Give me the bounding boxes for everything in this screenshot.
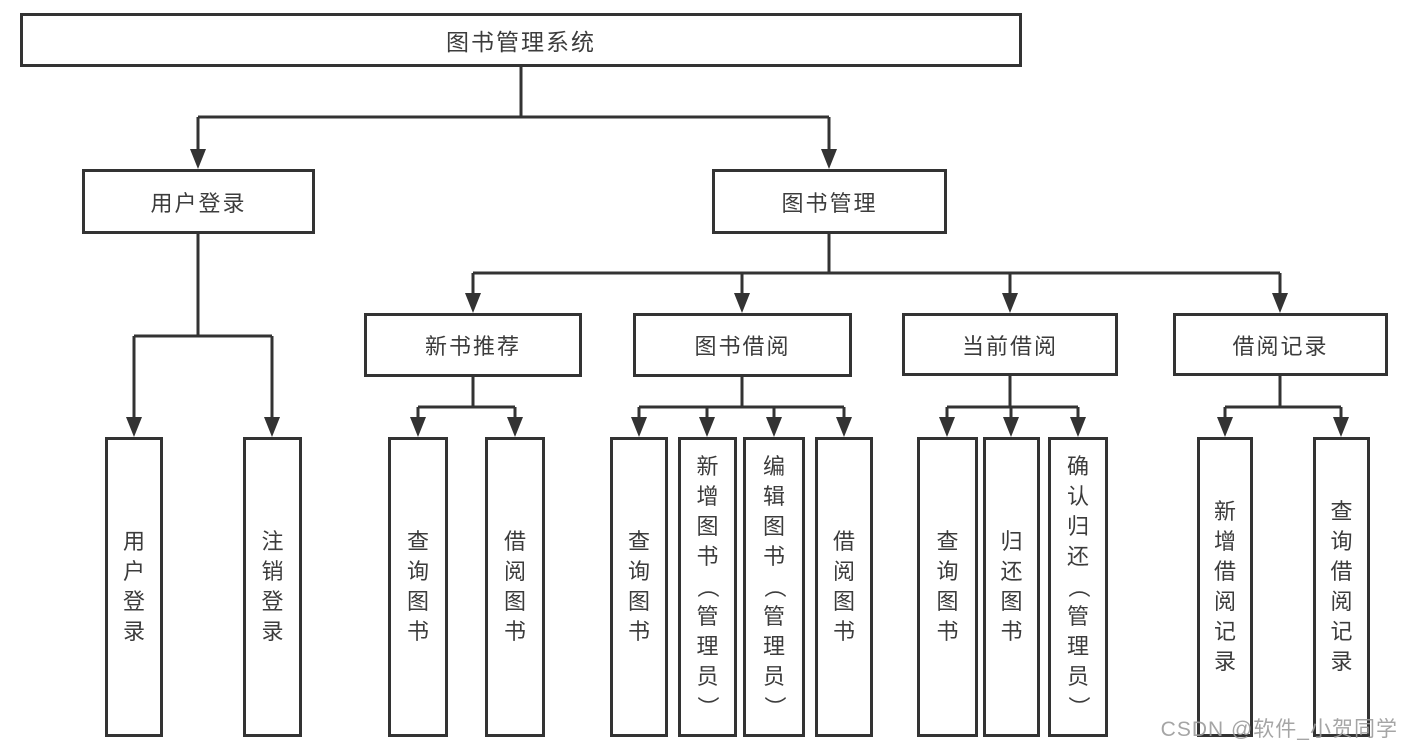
leaf-cb-confirm-return-admin: 确认归还（管理员） (1048, 437, 1108, 737)
node-user-login-label: 用户登录 (150, 190, 247, 216)
leaf-bb-add-books-admin: 新增图书（管理员） (678, 437, 737, 737)
leaf-logout: 注销登录 (243, 437, 302, 737)
leaf-cb-query-books: 查询图书 (917, 437, 978, 737)
node-book-borrowing: 图书借阅 (633, 313, 852, 377)
leaf-nbr-borrow-books: 借阅图书 (485, 437, 545, 737)
leaf-nbr-query-books: 查询图书 (388, 437, 448, 737)
leaf-br-add-record: 新增借阅记录 (1197, 437, 1253, 737)
leaf-bb-query-books: 查询图书 (610, 437, 668, 737)
node-library-system: 图书管理系统 (20, 13, 1022, 67)
node-user-login: 用户登录 (82, 169, 315, 234)
node-book-borrowing-label: 图书借阅 (694, 334, 791, 359)
leaf-bb-edit-books-admin: 编辑图书（管理员） (743, 437, 805, 737)
node-book-management: 图书管理 (712, 169, 947, 234)
watermark: CSDN @软件_小贺同学 (1160, 718, 1398, 741)
leaf-br-query-record: 查询借阅记录 (1313, 437, 1370, 737)
leaf-user-login: 用户登录 (105, 437, 163, 737)
node-new-book-recommendation: 新书推荐 (364, 313, 582, 377)
node-new-book-recommendation-label: 新书推荐 (424, 334, 521, 359)
leaf-cb-return-books: 归还图书 (983, 437, 1040, 737)
node-book-management-label: 图书管理 (781, 190, 878, 216)
leaf-bb-borrow-books: 借阅图书 (815, 437, 873, 737)
node-current-borrowing-label: 当前借阅 (961, 333, 1058, 359)
node-borrowing-records: 借阅记录 (1173, 313, 1388, 376)
node-library-system-label: 图书管理系统 (446, 29, 596, 55)
node-current-borrowing: 当前借阅 (902, 313, 1118, 376)
node-borrowing-records-label: 借阅记录 (1232, 333, 1329, 359)
